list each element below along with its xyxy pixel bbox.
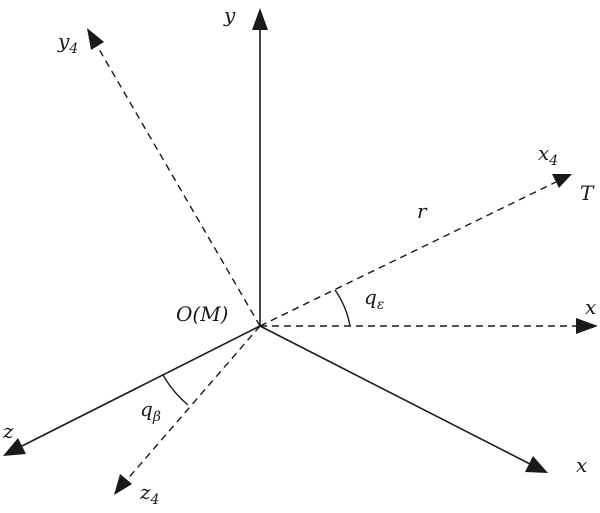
- q-beta-angle-arc: [162, 374, 189, 406]
- x-horizontal-axis-arrowhead: [576, 318, 598, 334]
- z-axis-arrowhead: [3, 438, 26, 456]
- x-lower-axis-line: [259, 325, 531, 465]
- z-axis-line: [17, 325, 261, 449]
- z4-axis-arrowhead: [114, 474, 132, 495]
- x-horizontal-axis-label: x: [585, 295, 596, 319]
- y-axis-arrowhead: [252, 8, 268, 30]
- z4-axis-line: [124, 325, 261, 483]
- x4-axis-arrowhead: [552, 174, 572, 188]
- y4-axis-label: y4: [57, 29, 78, 57]
- y4-axis-arrowhead: [87, 28, 104, 50]
- origin-label: O(M): [176, 302, 228, 326]
- x-lower-axis-arrowhead: [525, 456, 548, 473]
- y4-axis-line: [95, 43, 261, 327]
- range-label: r: [417, 199, 428, 223]
- target-point-label: T: [580, 181, 595, 205]
- z4-axis-label: z4: [139, 480, 159, 508]
- z-axis-label: z: [2, 419, 14, 443]
- q-epsilon-label: qε: [364, 285, 384, 313]
- x4-axis-label: x4: [538, 141, 558, 169]
- q-epsilon-angle-arc: [334, 289, 351, 327]
- y-axis-label: y: [223, 3, 236, 27]
- q-beta-label: qβ: [140, 397, 161, 425]
- x4-axis-line: [259, 181, 557, 327]
- x-lower-axis-label: x: [576, 453, 587, 477]
